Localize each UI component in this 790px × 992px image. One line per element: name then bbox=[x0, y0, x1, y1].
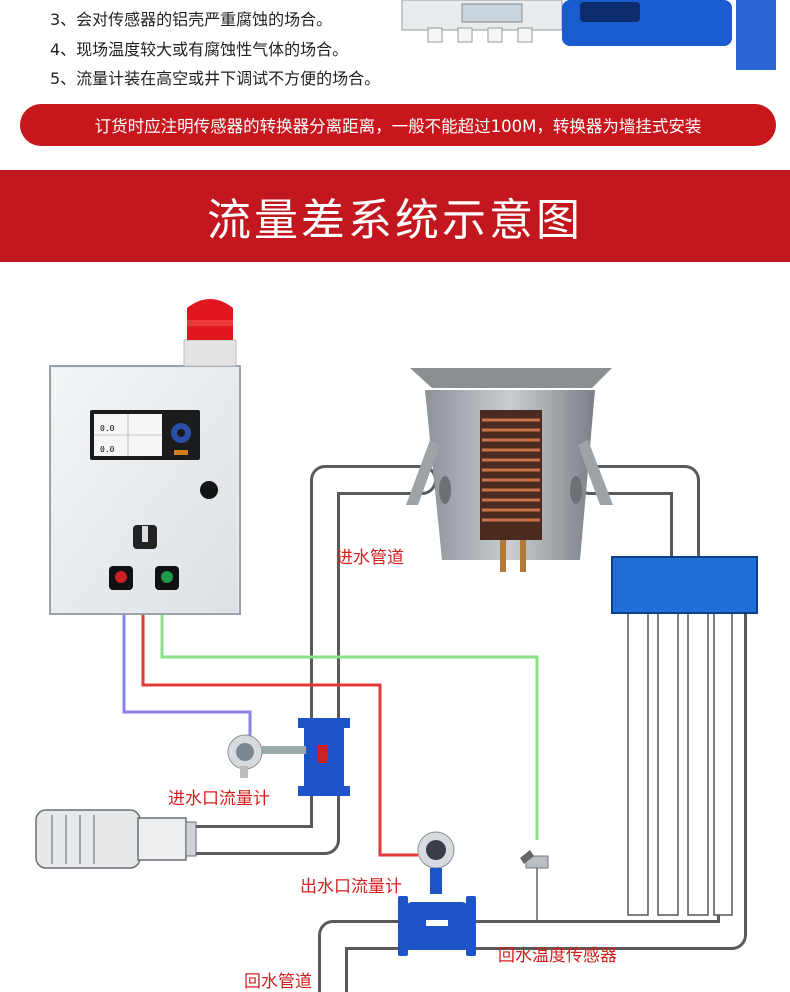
return-temp-sensor-label: 回水温度传感器 bbox=[498, 946, 617, 966]
display-value-1: 0.0 bbox=[100, 424, 115, 433]
flow-diagram: 0.0 0.0 bbox=[35, 299, 758, 992]
cooling-tank-icon bbox=[611, 556, 758, 614]
order-notice-banner: 订货时应注明传感器的转换器分离距离，一般不能超过100M，转换器为墙挂式安装 bbox=[20, 104, 776, 146]
control-cabinet-icon: 0.0 0.0 bbox=[49, 365, 241, 615]
inlet-flowmeter-icon bbox=[227, 718, 350, 796]
section-title: 流量差系统示意图 bbox=[0, 170, 790, 262]
wire-purple bbox=[122, 612, 252, 740]
wire-red bbox=[141, 612, 418, 857]
inlet-pipe-label: 进水管道 bbox=[336, 548, 404, 568]
wire-green bbox=[160, 612, 539, 840]
furnace-icon bbox=[406, 368, 613, 572]
temperature-probe-icon bbox=[520, 850, 549, 920]
return-pipe-label: 回水管道 bbox=[244, 972, 312, 992]
top-product-image bbox=[401, 0, 776, 70]
inlet-flowmeter-label: 进水口流量计 bbox=[168, 789, 270, 809]
display-value-2: 0.0 bbox=[100, 445, 115, 454]
pump-motor-icon bbox=[35, 809, 197, 869]
list-item-3: 3、会对传感器的铝壳严重腐蚀的场合。 bbox=[50, 10, 333, 29]
outlet-flowmeter-icon bbox=[398, 831, 476, 956]
list-item-4: 4、现场温度较大或有腐蚀性气体的场合。 bbox=[50, 40, 349, 59]
alarm-beacon-icon bbox=[183, 299, 237, 367]
tank-tubes bbox=[627, 611, 733, 916]
list-item-5: 5、流量计装在高空或井下调试不方便的场合。 bbox=[50, 69, 381, 88]
outlet-flowmeter-label: 出水口流量计 bbox=[300, 877, 402, 897]
